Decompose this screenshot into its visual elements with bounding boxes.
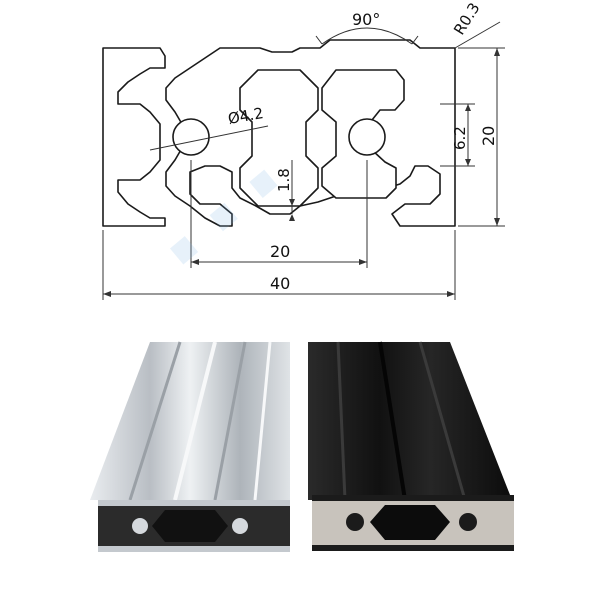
hole-spacing-label: 20 <box>270 242 290 261</box>
black-profile-photo <box>308 341 514 551</box>
silver-profile-photo <box>90 341 290 552</box>
width-label: 40 <box>270 274 290 293</box>
slot-depth-label: 1.8 <box>275 168 293 192</box>
angle-label: 90° <box>352 10 380 29</box>
center-hole-left <box>172 118 210 156</box>
profile-inner-cavity-left <box>239 69 319 207</box>
black-profile-top-face <box>308 342 512 500</box>
hole-diameter-label: Ø4.2 <box>227 104 265 128</box>
dimension-lines <box>102 21 505 300</box>
height-label: 20 <box>479 126 498 146</box>
radius-label: R0.3 <box>450 0 483 38</box>
hole-diameter-leader <box>149 125 269 151</box>
slot-width-label: 6.2 <box>451 126 469 150</box>
angle-arc <box>321 27 413 45</box>
radius-leader <box>454 21 501 49</box>
silver-profile-top-face <box>90 342 290 500</box>
center-hole-right <box>348 118 386 156</box>
profile-outer-contour <box>102 47 166 227</box>
profile-outline <box>102 39 456 227</box>
